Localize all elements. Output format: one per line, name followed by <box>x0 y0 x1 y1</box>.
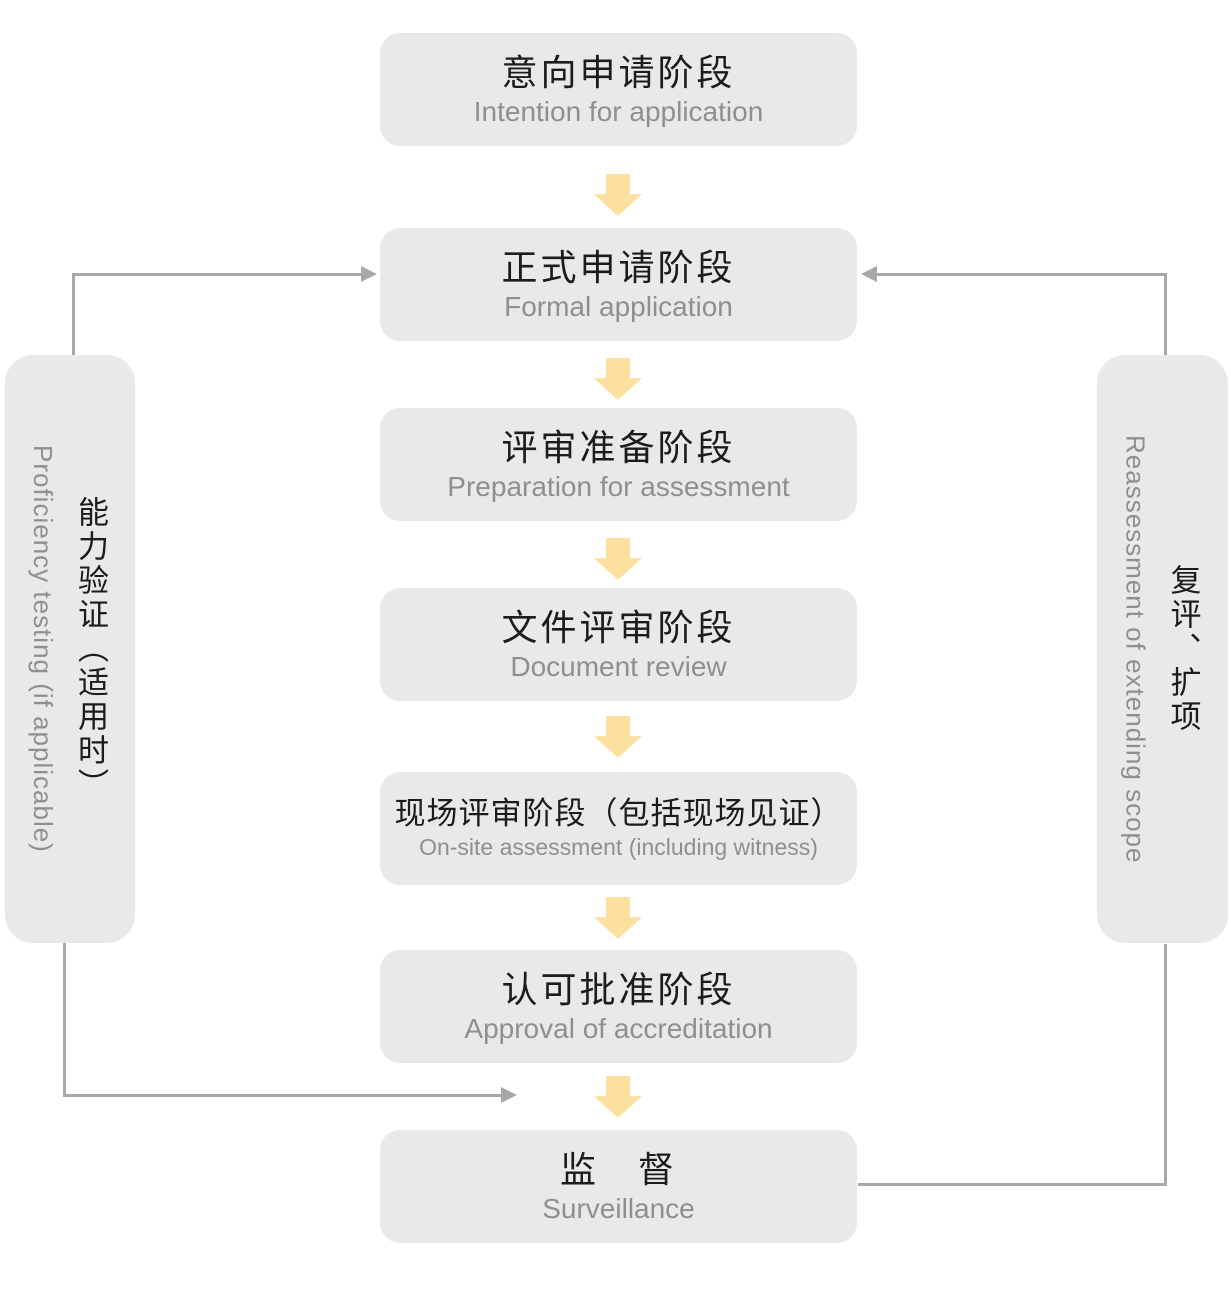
connector-proficiency-to-surveillance-horizontal <box>63 1094 502 1097</box>
side-note-reassessment: Reassessment of extending scope 复评、扩项 <box>1097 355 1228 943</box>
arrowhead-right-icon <box>361 266 377 282</box>
down-arrow-icon <box>594 538 642 580</box>
node-title-zh: 监 督 <box>559 1149 677 1191</box>
node-title-en: Formal application <box>504 291 733 323</box>
down-arrow-icon <box>594 174 642 216</box>
flow-node-onsite-assessment: 现场评审阶段（包括现场见证） On-site assessment (inclu… <box>380 772 857 885</box>
flow-node-approval: 认可批准阶段 Approval of accreditation <box>380 950 857 1063</box>
side-note-proficiency-testing: Proficiency testing (if applicable) 能力验证… <box>5 355 135 943</box>
down-arrow-icon <box>594 358 642 400</box>
node-title-en: Preparation for assessment <box>447 471 790 503</box>
connector-proficiency-to-surveillance-vertical <box>63 943 66 1097</box>
node-title-en: Intention for application <box>473 96 764 128</box>
flow-node-preparation: 评审准备阶段 Preparation for assessment <box>380 408 857 521</box>
node-title-zh: 正式申请阶段 <box>501 247 736 289</box>
node-title-zh: 文件评审阶段 <box>501 607 736 649</box>
connector-proficiency-to-formal-vertical <box>72 274 75 355</box>
node-title-en: Approval of accreditation <box>464 1013 773 1045</box>
down-arrow-icon <box>594 1076 642 1118</box>
flow-node-formal-application: 正式申请阶段 Formal application <box>380 228 857 341</box>
node-title-en: Document review <box>510 651 727 683</box>
connector-surveillance-to-reassessment-horizontal <box>858 1183 1167 1186</box>
node-title-en: Surveillance <box>542 1193 695 1225</box>
flow-node-surveillance: 监 督 Surveillance <box>380 1130 857 1243</box>
node-title-zh: 意向申请阶段 <box>501 52 736 94</box>
side-note-zh: 复评、扩项 <box>1165 564 1201 734</box>
flow-node-intention: 意向申请阶段 Intention for application <box>380 33 857 146</box>
connector-reassessment-to-formal-horizontal <box>877 273 1167 276</box>
side-note-zh: 能力验证（适用时） <box>73 496 108 802</box>
down-arrow-icon <box>594 716 642 758</box>
connector-surveillance-to-reassessment-vertical <box>1164 944 1167 1186</box>
side-note-en: Reassessment of extending scope <box>1120 434 1151 864</box>
connector-reassessment-to-formal-vertical <box>1164 273 1167 355</box>
arrowhead-left-icon <box>861 266 877 282</box>
connector-proficiency-to-formal-horizontal <box>72 273 362 276</box>
node-title-zh: 评审准备阶段 <box>501 427 736 469</box>
down-arrow-icon <box>594 897 642 939</box>
side-note-en: Proficiency testing (if applicable) <box>28 445 58 853</box>
node-title-en: On-site assessment (including witness) <box>419 834 818 861</box>
node-title-zh: 认可批准阶段 <box>501 969 736 1011</box>
flow-node-document-review: 文件评审阶段 Document review <box>380 588 857 701</box>
arrowhead-right-icon <box>501 1087 517 1103</box>
node-title-zh: 现场评审阶段（包括现场见证） <box>394 796 843 832</box>
